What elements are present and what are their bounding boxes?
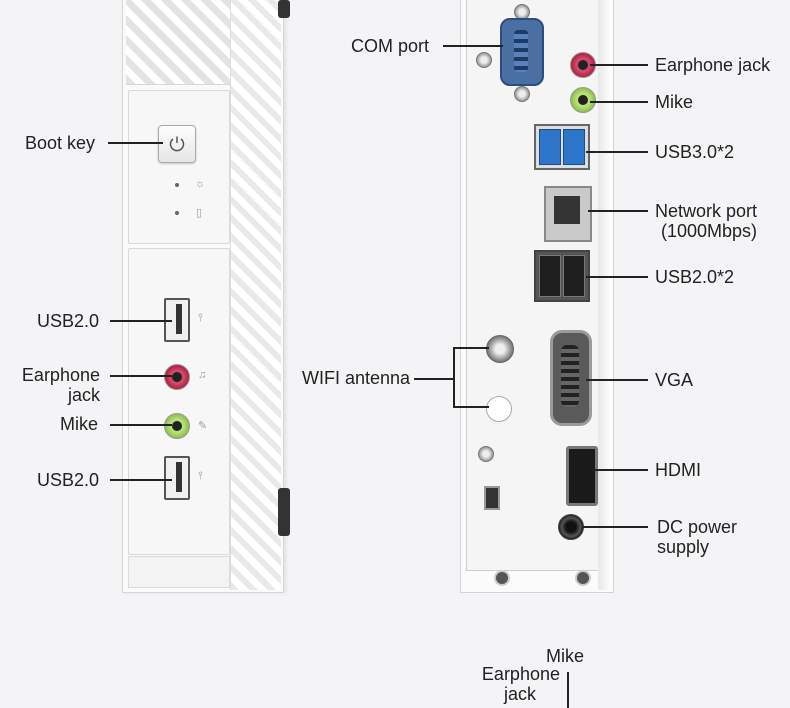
leader-boot-key [108,142,163,144]
mic-icon: ✎ [198,420,208,432]
label-bottom-earphone-line2: jack [503,684,536,704]
label-usb3: USB3.0*2 [655,142,735,162]
leader-wifi-bracket [453,347,455,407]
foot-screw [575,570,591,586]
foot-screw [494,570,510,586]
plate-screw [478,446,494,462]
dc-power-connector [558,514,584,540]
leader-wifi-bottom [453,406,489,408]
front-side-bracket [278,0,290,18]
label-vga: VGA [655,370,694,390]
leader-network-port [588,210,648,212]
leader-front-usb-bottom [110,479,172,481]
label-hdmi: HDMI [655,460,701,480]
leader-rear-earphone [590,64,648,66]
rear-mic-jack [570,87,596,113]
front-side-vent [230,0,281,590]
leader-rear-mike [590,101,648,103]
com-port-connector [500,18,544,86]
label-rear-mike: Mike [655,92,694,112]
label-front-earphone-line1: Earphone [21,365,100,385]
rear-side-edge [598,0,612,590]
label-front-earphone-line2: jack [67,385,100,405]
front-mic-jack [164,413,190,439]
front-usb-port-bottom [164,456,190,500]
com-screw-bottom [514,86,530,102]
wifi-antenna-connector [486,335,514,363]
front-control-panel [128,90,230,244]
label-dc-power-line1: DC power [657,517,738,537]
label-network-port-line2: (1000Mbps) [661,221,758,241]
leader-bottom-mike [567,672,569,708]
power-led-icon: ☼ [195,178,206,190]
label-rear-earphone: Earphone jack [655,55,771,75]
label-dc-power-line2: supply [657,537,710,557]
label-bottom-earphone-line1: Earphone [481,664,560,684]
front-side-bracket [278,488,290,536]
rear-usb3-ports [534,124,590,170]
hdd-led [175,211,179,215]
label-usb2: USB2.0*2 [655,267,735,287]
label-bottom-mike: Mike [546,646,585,666]
hdmi-connector [566,446,598,506]
boot-key-button[interactable] [158,125,196,163]
leader-wifi-top [453,347,489,349]
leader-com-port [443,45,503,47]
leader-vga [586,379,648,381]
label-network-port-line1: Network port [655,201,758,221]
usb-icon: ⫯ [198,470,203,482]
label-front-usb-bottom: USB2.0 [37,470,100,490]
leader-wifi-antenna [414,378,454,380]
network-port-connector [544,186,592,242]
leader-front-earphone [110,375,172,377]
label-boot-key: Boot key [25,133,96,153]
leader-usb3 [586,151,648,153]
hdd-led-icon: ▯ [196,207,203,219]
front-io-panel [128,248,230,555]
rear-usb2-ports [534,250,590,302]
wifi-antenna-hole [486,396,512,422]
headphone-icon: ♫ [198,369,207,381]
label-front-mike: Mike [60,414,99,434]
front-earphone-jack [164,364,190,390]
leader-dc-power [582,526,648,528]
security-lock-slot [484,486,500,510]
leader-usb2 [586,276,648,278]
label-front-usb-top: USB2.0 [37,311,100,331]
plate-screw [476,52,492,68]
leader-front-mike [110,424,172,426]
usb-icon: ⫯ [198,312,203,324]
vga-connector [550,330,592,426]
label-wifi-antenna: WIFI antenna [302,368,411,388]
power-icon [169,136,185,152]
leader-hdmi [592,469,648,471]
label-com-port: COM port [351,36,430,56]
leader-front-usb-top [110,320,172,322]
power-led [175,183,179,187]
front-foot-panel [128,556,230,588]
